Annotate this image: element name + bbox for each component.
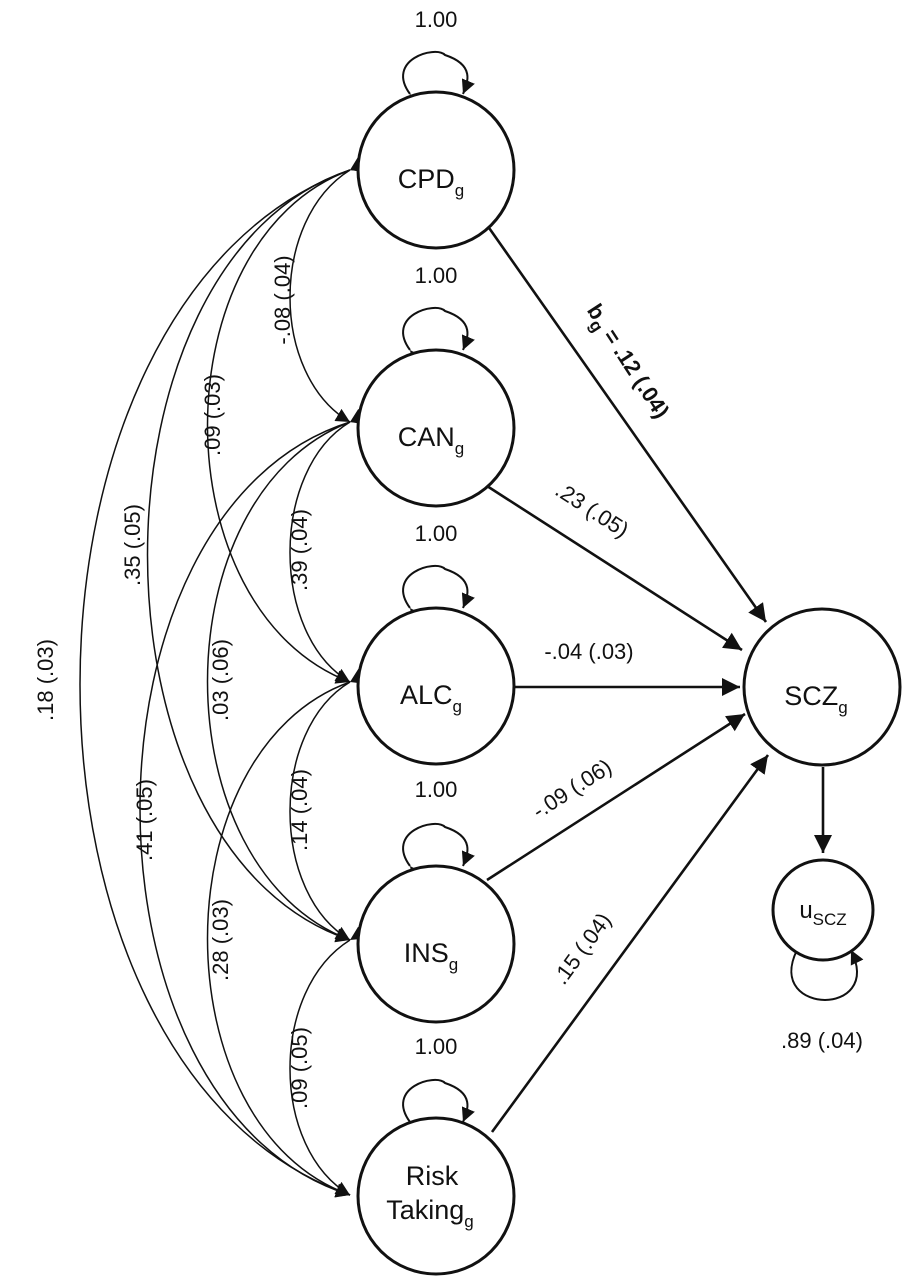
path-risk-scz (490, 754, 770, 1133)
variance-label-ins: 1.00 (415, 777, 458, 802)
node-can: CANg (356, 348, 516, 508)
node-cpd: CPDg (356, 90, 516, 250)
cov-curve-can-ins (206, 410, 366, 942)
node-label-cpd: CPDg (398, 164, 464, 200)
cov-label-cpd-alc: .09 (.03) (200, 374, 225, 456)
cov-curve-cpd-alc (206, 158, 366, 684)
path-can-scz (486, 484, 743, 652)
node-scz: SCZg (742, 607, 902, 767)
variance-label-alc: 1.00 (415, 521, 458, 546)
variance-loop-can (402, 306, 475, 366)
node-label-risk-line2: Takingg (386, 1195, 474, 1231)
node-label-ins: INSg (404, 938, 458, 974)
variance-loop-uscz (790, 934, 864, 1002)
cov-curve-can-alc (289, 408, 366, 683)
variance-loops (402, 50, 864, 1138)
cov-curve-can-risk (139, 411, 366, 1198)
cov-curve-cpd-ins (146, 158, 366, 943)
node-label-u-scz: uSCZ (799, 897, 846, 929)
variance-loop-alc (402, 564, 475, 624)
cov-label-alc-risk: .28 (.03) (208, 899, 233, 981)
node-label-scz: SCZg (784, 681, 847, 717)
variance-loop-risk (402, 1078, 475, 1138)
variance-loop-cpd (402, 50, 475, 110)
path-label-can-scz: .23 (.05) (551, 477, 633, 543)
cov-curve-cpd-can (289, 156, 366, 423)
covariance-curves (79, 156, 366, 1198)
node-alc: ALCg (356, 606, 516, 766)
cov-label-ins-risk: .09 (.05) (287, 1027, 312, 1109)
variance-label-uscz: .89 (.04) (781, 1028, 863, 1053)
path-label-alc-scz: -.04 (.03) (544, 639, 633, 664)
cov-curve-alc-risk (206, 670, 366, 1197)
cov-label-can-ins: .03 (.06) (208, 639, 233, 721)
cov-label-can-alc: .39 (.04) (287, 509, 312, 591)
path-cpd-scz (485, 224, 768, 623)
variance-labels: 1.00 1.00 1.00 1.00 1.00 .89 (.04) (415, 7, 863, 1059)
variance-label-risk: 1.00 (415, 1034, 458, 1059)
node-label-risk-line1: Risk (406, 1161, 459, 1191)
path-labels: bg = .12 (.04) .23 (.05) -.04 (.03) -.09… (528, 299, 675, 989)
cov-curve-ins-risk (289, 926, 366, 1196)
covariance-labels: -.08 (.04) .09 (.03) .35 (.05) .18 (.03)… (33, 255, 312, 1109)
cov-label-alc-ins: .14 (.04) (287, 769, 312, 851)
variance-label-cpd: 1.00 (415, 7, 458, 32)
node-label-alc: ALCg (400, 680, 462, 716)
variance-label-can: 1.00 (415, 263, 458, 288)
cov-curve-alc-ins (289, 668, 366, 941)
path-ins-scz (486, 712, 746, 882)
cov-label-cpd-ins: .35 (.05) (120, 504, 145, 586)
node-ins: INSg (356, 864, 516, 1024)
path-label-ins-scz: -.09 (.06) (528, 754, 616, 824)
cov-curve-cpd-risk (79, 158, 366, 1197)
path-label-cpd-scz: bg = .12 (.04) (578, 299, 674, 425)
cov-label-cpd-can: -.08 (.04) (270, 255, 295, 344)
node-label-can: CANg (398, 422, 464, 458)
variance-loop-ins (402, 822, 475, 882)
cov-label-cpd-risk: .18 (.03) (33, 639, 58, 721)
node-risk-taking: Risk Takingg (356, 1116, 516, 1276)
cov-label-can-risk: .41 (.05) (132, 779, 157, 861)
node-u-scz: uSCZ (771, 858, 875, 962)
regression-paths (485, 224, 832, 1133)
